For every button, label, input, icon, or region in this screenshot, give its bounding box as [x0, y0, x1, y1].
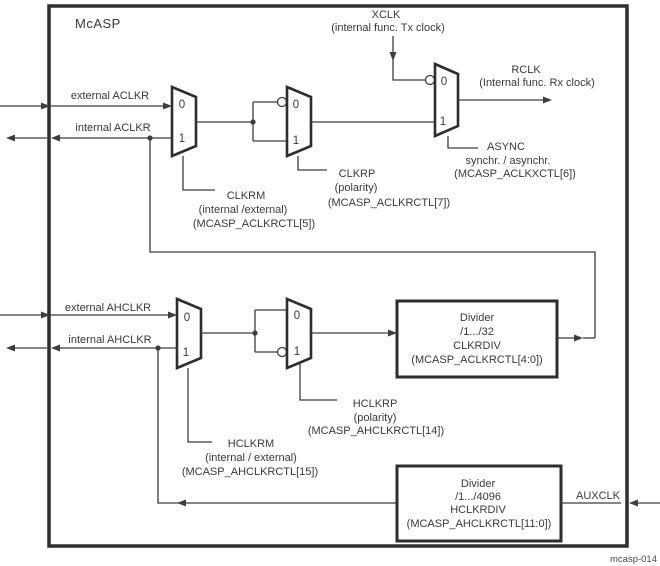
svg-text:(MCASP_ACLKXCTL[6]): (MCASP_ACLKXCTL[6]): [454, 168, 576, 180]
hclkrm-select-wire: [187, 368, 212, 443]
clkrp-select-wire: [297, 156, 327, 171]
mux-port-0: 0: [293, 99, 299, 111]
clkrm-to-clkrp-wire: [196, 101, 287, 142]
svg-text:(polarity): (polarity): [335, 182, 378, 194]
async-select-wire: [447, 136, 478, 149]
svg-text:CLKRP: CLKRP: [339, 168, 376, 180]
arrowhead-into-mux: [163, 102, 172, 110]
svg-text:/1.../32: /1.../32: [460, 326, 494, 338]
svg-text:(polarity): (polarity): [354, 412, 397, 424]
inverter-bubble: [424, 74, 436, 86]
svg-text:CLKRM: CLKRM: [227, 190, 266, 202]
hclkrp-to-clkrdiv-wire: [311, 329, 397, 337]
mux-port-1: 1: [294, 346, 300, 358]
arrowhead-right: [543, 96, 552, 104]
svg-text:(internal /external): (internal /external): [199, 204, 288, 216]
clkrdiv-divider-box: Divider /1.../32 CLKRDIV (MCASP_ACLKRCTL…: [395, 299, 559, 379]
arrowhead-left: [177, 499, 186, 507]
svg-text:Divider: Divider: [461, 478, 496, 490]
arrowhead-right: [574, 334, 583, 342]
hclkrm-label: HCLKRM (internal / external) (MCASP_AHCL…: [182, 438, 318, 478]
clkrm-label: CLKRM (internal /external) (MCASP_ACLKRC…: [193, 190, 315, 230]
svg-text:(internal func. Tx clock): (internal func. Tx clock): [331, 22, 445, 34]
xclk-wire: [389, 36, 425, 81]
clkrp-label: CLKRP (polarity) (MCASP_ACLKRCTL[7]): [328, 168, 450, 209]
internal-aclkr-label: internal ACLKR: [75, 122, 150, 134]
svg-text:XCLK: XCLK: [372, 9, 401, 21]
arrowhead-out-of-module: [51, 344, 60, 352]
auxclk-label: AUXCLK: [576, 490, 621, 502]
svg-text:HCLKRM: HCLKRM: [228, 438, 274, 450]
svg-text:Divider: Divider: [460, 312, 495, 324]
mux-port-0: 0: [184, 312, 190, 324]
mux-port-1: 1: [293, 135, 299, 147]
svg-text:/1.../4096: /1.../4096: [455, 491, 501, 503]
internal-ahclkr-label: internal AHCLKR: [68, 334, 151, 346]
svg-text:(MCASP_ACLKRCTL[4:0]): (MCASP_ACLKRCTL[4:0]): [411, 354, 542, 366]
svg-text:(MCASP_ACLKRCTL[5]): (MCASP_ACLKRCTL[5]): [193, 218, 315, 230]
svg-text:(MCASP_AHCLKRCTL[11:0]): (MCASP_AHCLKRCTL[11:0]): [407, 518, 552, 530]
arrowhead-out-left: [6, 344, 15, 352]
arrowhead-into-divider: [388, 329, 397, 337]
hclkrp-select-wire: [299, 364, 337, 401]
svg-text:HCLKRDIV: HCLKRDIV: [450, 504, 506, 516]
rclk-label: RCLK (Internal func. Rx clock): [479, 64, 595, 89]
hclkrdiv-feedback-wire: [157, 348, 397, 507]
svg-text:CLKRDIV: CLKRDIV: [453, 340, 501, 352]
mux-port-0: 0: [179, 99, 185, 111]
auxclk-wire: [561, 499, 660, 507]
hclkrp-label: HCLKRP (polarity) (MCASP_AHCLKRCTL[14]): [308, 398, 444, 437]
clkrp-mux: 0 1: [276, 85, 313, 158]
arrowhead-into-module: [41, 311, 50, 319]
hclkrm-to-hclkrp-wire: [201, 309, 287, 353]
hclkrdiv-divider-box: Divider /1.../4096 HCLKRDIV (MCASP_AHCLK…: [395, 464, 563, 543]
clkrdiv-output-wire: [557, 334, 595, 342]
external-ahclkr-label: external AHCLKR: [65, 302, 151, 314]
mux-port-1: 1: [440, 116, 446, 128]
svg-text:(MCASP_ACLKRCTL[7]): (MCASP_ACLKRCTL[7]): [328, 197, 450, 209]
xclk-label: XCLK (internal func. Tx clock): [331, 9, 445, 34]
svg-text:(MCASP_AHCLKRCTL[15]): (MCASP_AHCLKRCTL[15]): [182, 466, 318, 478]
clkrm-select-wire: [182, 156, 215, 191]
mux-port-0: 0: [294, 310, 300, 322]
module-title: McASP: [75, 16, 121, 31]
mux-port-1: 1: [183, 347, 189, 359]
svg-text:(Internal func. Rx clock): (Internal func. Rx clock): [479, 77, 595, 89]
mux-port-0: 0: [441, 76, 447, 88]
external-aclkr-label: external ACLKR: [71, 90, 149, 102]
clkrm-mux: 0 1: [170, 85, 198, 158]
inverter-bubble: [276, 346, 288, 358]
clkrdiv-feedback-wire: [149, 138, 596, 338]
svg-text:synchr. / asynchr.: synchr. / asynchr.: [466, 155, 551, 167]
svg-text:RCLK: RCLK: [511, 64, 541, 76]
external-ahclkr-wire: [0, 311, 177, 319]
arrowhead-down: [389, 52, 397, 61]
svg-text:ASYNC: ASYNC: [487, 141, 525, 153]
arrowhead-out-left: [6, 134, 15, 142]
async-mux: 0 1: [424, 62, 460, 138]
arrowhead-into-module: [41, 102, 50, 110]
arrowhead-into-mux: [168, 311, 177, 319]
async-label: ASYNC synchr. / asynchr. (MCASP_ACLKXCTL…: [454, 141, 576, 180]
svg-text:HCLKRP: HCLKRP: [353, 398, 398, 410]
svg-text:(MCASP_AHCLKRCTL[14]): (MCASP_AHCLKRCTL[14]): [308, 425, 444, 437]
external-aclkr-wire: [0, 102, 172, 110]
figure-caption: mcasp-014: [610, 554, 657, 565]
mux-port-1: 1: [179, 133, 185, 145]
arrowhead-into-module: [629, 499, 638, 507]
arrowhead-out-of-module: [51, 134, 60, 142]
hclkrp-mux: 0 1: [276, 297, 313, 370]
mcasp-module-box: [47, 4, 629, 548]
svg-text:(internal / external): (internal / external): [205, 452, 297, 464]
rclk-wire: [458, 96, 552, 104]
hclkrm-mux: 0 1: [175, 297, 203, 370]
inverter-bubble: [276, 96, 288, 108]
